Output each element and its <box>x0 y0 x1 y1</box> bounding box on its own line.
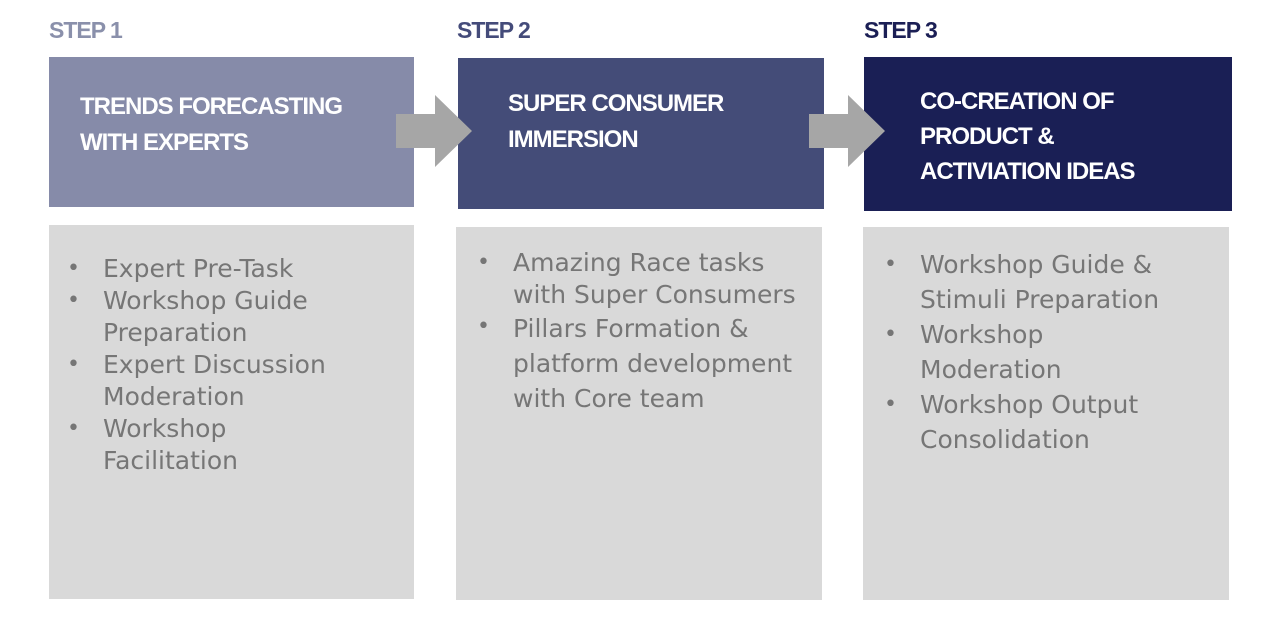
list-item-text: with Core team <box>513 384 705 413</box>
list-item-text: Preparation <box>103 318 248 347</box>
step-1-header-line: TRENDS FORECASTING <box>80 93 343 120</box>
bullet-icon: • <box>477 250 490 275</box>
list-item-text: Workshop <box>920 320 1044 349</box>
step-1-bullet-list: • Expert Pre-Task • Workshop Guide Prepa… <box>67 253 326 477</box>
list-item: • Workshop Moderation <box>884 317 1159 387</box>
arrow-right-icon <box>809 95 885 167</box>
step-2-header-line: SUPER CONSUMER <box>508 90 724 117</box>
list-item: • Expert Discussion Moderation <box>67 349 326 413</box>
step-2-details: • Amazing Race tasks with Super Consumer… <box>456 227 822 600</box>
step-3-header-line: CO-CREATION OF <box>920 88 1115 115</box>
bullet-icon: • <box>67 416 80 441</box>
step-2-header-line: IMMERSION <box>508 126 639 153</box>
list-item: • Pillars Formation & platform developme… <box>477 311 796 416</box>
bullet-icon: • <box>884 392 897 417</box>
step-2-header: SUPER CONSUMER IMMERSION <box>458 58 824 209</box>
list-item-text: Moderation <box>920 355 1062 384</box>
bullet-icon: • <box>884 322 897 347</box>
list-item: • Workshop Guide & Stimuli Preparation <box>884 247 1160 317</box>
list-item-text: Workshop Guide & <box>920 250 1153 279</box>
list-item: • Workshop Facilitation <box>67 413 326 477</box>
step-1-header: TRENDS FORECASTING WITH EXPERTS <box>49 57 414 207</box>
step-2-label: STEP 2 <box>457 17 531 43</box>
list-item-text: Facilitation <box>103 446 238 475</box>
step-1-header-line: WITH EXPERTS <box>80 129 249 156</box>
list-item: • Workshop Output Consolidation <box>884 387 1159 457</box>
list-item-text: with Super Consumers <box>513 280 796 309</box>
list-item: • Workshop Guide Preparation <box>67 285 326 349</box>
list-item: • Expert Pre-Task <box>67 253 326 285</box>
list-item-text: Workshop Output <box>920 390 1139 419</box>
list-item-text: Expert Pre-Task <box>103 254 294 283</box>
list-item-text: platform development <box>513 349 793 378</box>
list-item-text: Stimuli Preparation <box>920 285 1160 314</box>
list-item-text: Moderation <box>103 382 245 411</box>
step-3-header-line: PRODUCT & <box>920 123 1055 150</box>
step-3-header: CO-CREATION OF PRODUCT & ACTIVIATION IDE… <box>864 57 1232 211</box>
step-1-label: STEP 1 <box>49 17 123 43</box>
step-3-label: STEP 3 <box>864 17 938 43</box>
list-item-text: Workshop Guide <box>103 286 308 315</box>
step-2-bullet-list: • Amazing Race tasks with Super Consumer… <box>477 247 796 416</box>
bullet-icon: • <box>477 314 490 339</box>
list-item-text: Amazing Race tasks <box>513 248 765 277</box>
step-3-header-line: ACTIVIATION IDEAS <box>920 158 1136 185</box>
bullet-icon: • <box>67 288 80 313</box>
bullet-icon: • <box>67 256 80 281</box>
bullet-icon: • <box>67 352 80 377</box>
list-item: • Amazing Race tasks with Super Consumer… <box>477 247 796 311</box>
list-item-text: Workshop <box>103 414 227 443</box>
bullet-icon: • <box>884 252 897 277</box>
list-item-text: Expert Discussion <box>103 350 326 379</box>
list-item-text: Pillars Formation & <box>513 314 749 343</box>
step-1-details: • Expert Pre-Task • Workshop Guide Prepa… <box>49 225 414 599</box>
arrow-right-icon <box>396 95 472 167</box>
step-3-bullet-list: • Workshop Guide & Stimuli Preparation •… <box>884 247 1160 457</box>
step-3-details: • Workshop Guide & Stimuli Preparation •… <box>863 227 1229 600</box>
list-item-text: Consolidation <box>920 425 1090 454</box>
